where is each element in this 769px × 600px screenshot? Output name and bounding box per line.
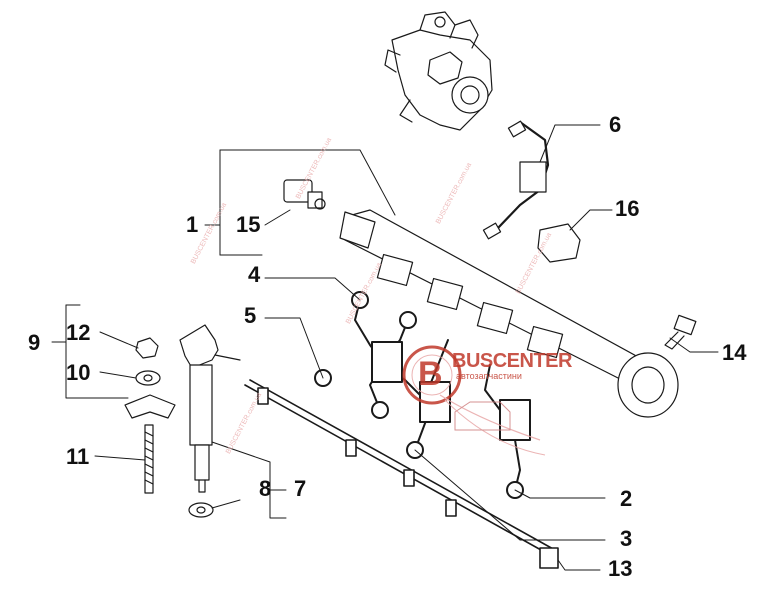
high-pressure-pump <box>384 11 493 131</box>
callout-1: 1 <box>186 212 199 237</box>
watermark-logo-text: BUSCENTER <box>452 350 572 372</box>
callout-6: 6 <box>609 112 622 137</box>
callout-8: 8 <box>259 476 272 501</box>
bolt-14 <box>664 314 697 350</box>
clamp-parts <box>124 337 214 518</box>
pipe-6 <box>482 120 550 240</box>
pressure-sensor-15 <box>283 179 326 210</box>
callout-14: 14 <box>722 340 747 365</box>
callout-2: 2 <box>620 486 633 511</box>
watermark-logo-subtext: автозапчастини <box>456 371 522 381</box>
injector-7 <box>179 324 241 493</box>
return-line-13 <box>244 379 559 569</box>
callout-12: 12 <box>66 320 91 345</box>
regulator-16 <box>537 223 581 263</box>
callout-7: 7 <box>294 476 307 501</box>
callout-13: 13 <box>608 556 633 581</box>
watermark-logo-b: B <box>418 355 443 393</box>
fuel-rail <box>339 209 679 418</box>
callout-11: 11 <box>66 444 90 469</box>
callout-10: 10 <box>66 360 91 385</box>
callout-5: 5 <box>244 303 257 328</box>
watermark-logo <box>402 345 546 456</box>
callout-15: 15 <box>236 212 261 237</box>
callout-3: 3 <box>620 526 633 551</box>
leader-lines <box>51 124 719 571</box>
callout-4: 4 <box>248 262 261 287</box>
injector-pipes <box>314 291 531 499</box>
callout-9: 9 <box>28 330 41 355</box>
callout-16: 16 <box>615 196 640 221</box>
